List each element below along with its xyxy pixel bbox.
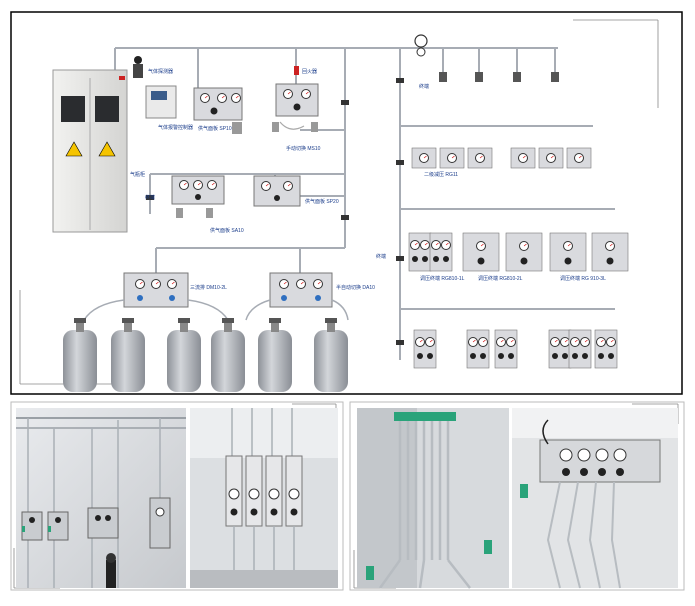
- photo-regulator-row: [512, 408, 678, 589]
- label-gas-cabinet: 气瓶柜: [130, 171, 145, 178]
- photo-frame-right: [349, 401, 685, 591]
- label-flame-arrestor: 回火器: [302, 69, 317, 75]
- label-semi-auto-da10: 半自动切换 DA10: [336, 284, 375, 291]
- label-gas-detector: 气体探测器: [148, 68, 173, 75]
- label-semi-auto-dm10: 三流排 DM10-2L: [190, 284, 227, 291]
- label-end-valve-left: 终端: [145, 194, 155, 201]
- photo-terminal-panels: [190, 408, 338, 588]
- supply-panel-sp20: [253, 175, 301, 207]
- label-terminal-rg910-3l: 调压终端 RG 910-3L: [560, 275, 606, 282]
- diagram-labels: 气体探测器 气体报警控制器 供气面板 SP10 回火器 手动切换 MS10 气瓶…: [130, 68, 606, 291]
- pipe-valves: [146, 78, 404, 345]
- photo-pipe-manifold: [357, 408, 509, 589]
- label-terminal-rg810-1l: 调压终端 RG810-1L: [420, 275, 465, 282]
- label-end-valve-top: 终端: [419, 83, 429, 90]
- manifold-da10: [269, 272, 333, 308]
- supply-panel-sp10: [193, 87, 243, 134]
- regulator-terminals-row: [409, 233, 628, 271]
- label-manual-valve-ms10: 手动切换 MS10: [286, 145, 321, 152]
- photo-wall-installation: [16, 408, 186, 588]
- gas-detector: [133, 56, 143, 78]
- photo-frame-left: [10, 401, 344, 591]
- label-end-valve-mid: 终端: [376, 253, 386, 260]
- main-pressure-gauge: [414, 34, 428, 57]
- manual-valve-ms10: [272, 66, 319, 132]
- supply-panel-sa10: [171, 175, 225, 218]
- label-supply-panel-sp20: 供气面板 SP20: [305, 198, 339, 205]
- gas-controller: [145, 85, 177, 119]
- label-supply-panel-sa10: 供气面板 SA10: [210, 227, 244, 234]
- manifold-dm10: [123, 272, 189, 308]
- label-secondary-regulator-rg11: 二级减压 RG11: [424, 171, 458, 178]
- label-gas-controller: 气体报警控制器: [158, 124, 193, 131]
- end-valves-top-row: [439, 72, 559, 82]
- label-supply-panel-sp10: 供气面板 SP10: [198, 125, 232, 132]
- pigtail-hoses: [83, 299, 349, 321]
- gas-cabinet: [52, 69, 128, 233]
- label-terminal-rg810-2l: 调压终端 RG810-2L: [478, 275, 523, 282]
